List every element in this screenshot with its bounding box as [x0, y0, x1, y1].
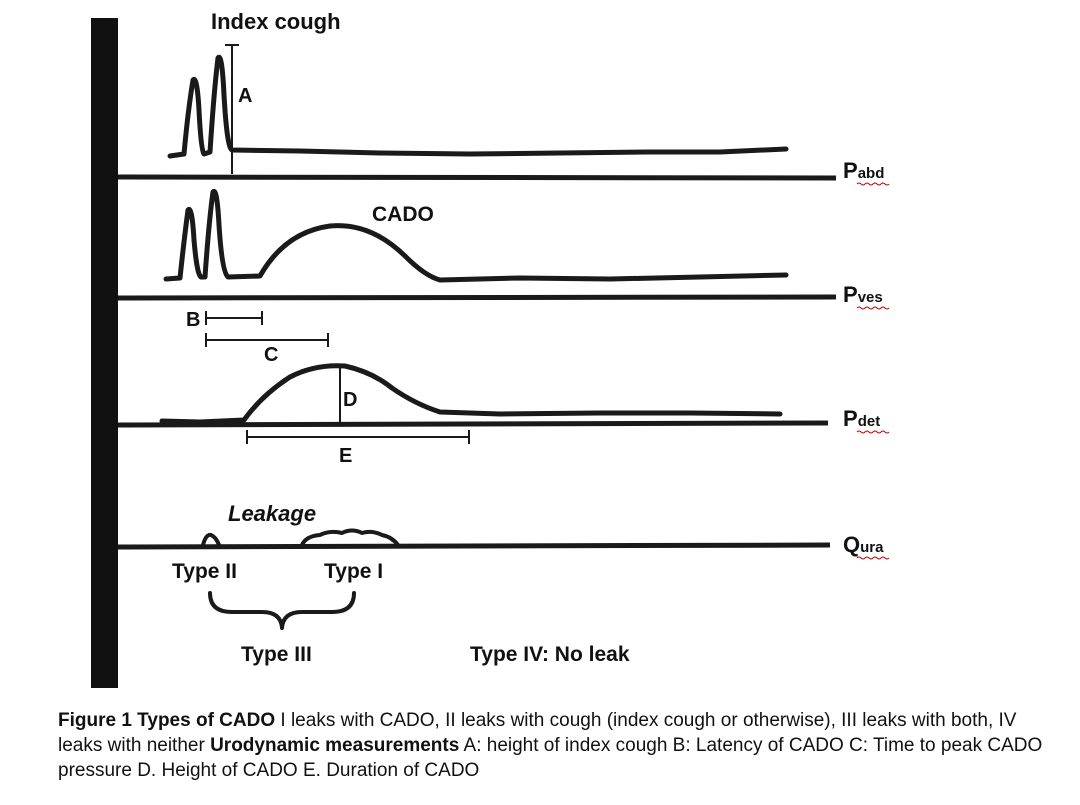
channel-label-pdet: Pdet [843, 406, 890, 434]
pdet-prefix: P [843, 406, 858, 431]
cado-diagram: Index cough A CADO B C D E Leakage Type … [91, 9, 890, 688]
marker-c-label: C [264, 344, 278, 366]
pves-sub: ves [858, 289, 883, 306]
type-iv-label: Type IV: No leak [470, 643, 630, 666]
pdet-trace [159, 363, 783, 425]
caption-measurements-title: Urodynamic measurements [210, 735, 460, 756]
pabd-prefix: P [843, 158, 858, 183]
type-ii-label: Type II [172, 560, 237, 583]
spellcheck-squiggle [856, 556, 890, 560]
marker-b-label: B [186, 309, 200, 331]
qura-sub: ura [860, 539, 884, 556]
marker-a-label: A [238, 85, 252, 107]
spellcheck-squiggle [856, 306, 890, 310]
channel-label-pabd: Pabd [843, 158, 890, 186]
baseline-qura [117, 542, 831, 550]
svg-text:Qura: Qura [843, 532, 884, 557]
marker-d-label: D [343, 389, 357, 411]
caption-types-text: I leaks with CADO, II leaks with cough (… [58, 710, 1017, 756]
spellcheck-squiggle [856, 430, 890, 434]
svg-text:Pves: Pves [843, 282, 883, 307]
pves-prefix: P [843, 282, 858, 307]
type-iii-label: Type III [241, 643, 312, 666]
svg-text:Pabd: Pabd [843, 158, 884, 183]
svg-text:Pdet: Pdet [843, 406, 880, 431]
pdet-sub: det [858, 413, 881, 430]
marker-e-label: E [339, 445, 352, 467]
figure-caption: Figure 1 Types of CADO I leaks with CADO… [58, 708, 1048, 783]
type-iii-brace [208, 591, 356, 630]
pves-trace [163, 188, 789, 283]
pabd-trace [167, 54, 789, 159]
cado-label: CADO [372, 203, 434, 226]
caption-measurements-text: A: height of index cough B: Latency of C… [58, 735, 1043, 781]
type-i-label: Type I [324, 560, 383, 583]
index-cough-label: Index cough [211, 9, 341, 34]
baseline-pves [117, 294, 837, 301]
pabd-sub: abd [858, 165, 885, 182]
channel-label-pves: Pves [843, 282, 890, 310]
spellcheck-squiggle [856, 182, 890, 186]
baseline-pdet [117, 420, 829, 428]
qura-leak-type-i [300, 528, 400, 547]
caption-title: Figure 1 Types of CADO [58, 710, 276, 731]
channel-label-qura: Qura [843, 532, 890, 560]
qura-leak-type-ii [201, 532, 221, 547]
vertical-axis-bar [91, 18, 118, 688]
baseline-pabd [117, 174, 837, 181]
leakage-label: Leakage [228, 501, 316, 526]
qura-prefix: Q [843, 532, 860, 557]
